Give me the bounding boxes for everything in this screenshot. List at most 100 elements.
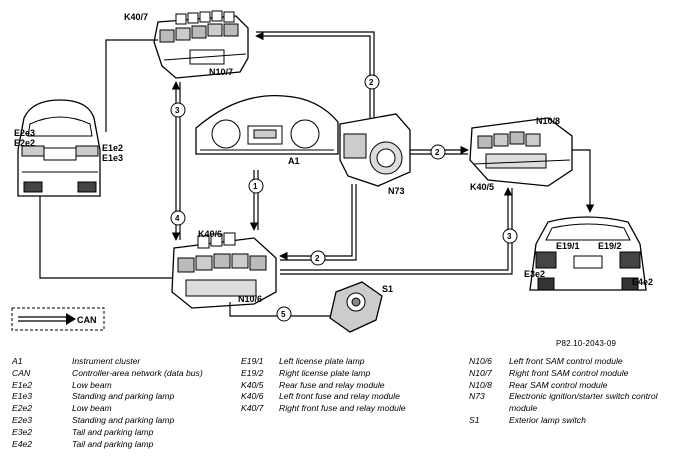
legend-description: Left front SAM control module <box>509 356 623 366</box>
legend-code: E3e2 <box>12 426 33 437</box>
legend-item: N73 Electronic ignition/starter switch co… <box>469 391 659 415</box>
e2e2-label: E2e2 <box>14 138 35 148</box>
legend-item: E19/2 Right license plate lamp <box>241 368 406 380</box>
e19-2-label: E19/2 <box>598 241 622 251</box>
left-front-sam-module <box>171 232 277 309</box>
legend-code: E4e2 <box>12 438 33 449</box>
circle-2-top: 2 <box>364 74 380 90</box>
legend-code: E2e2 <box>12 403 33 414</box>
k40-5-label: K40/5 <box>470 182 494 192</box>
legend-item: N10/7 Right front SAM control module <box>469 368 659 380</box>
e19-1-label: E19/1 <box>556 241 580 251</box>
legend-description: Right front fuse and relay module <box>279 403 406 414</box>
legend-code: E2e3 <box>12 414 33 425</box>
legend-item: E3e2 Tail and parking lamp <box>12 427 203 439</box>
legend-code: CAN <box>12 367 31 378</box>
ignition-switch-module <box>339 113 411 187</box>
circle-5: 5 <box>276 306 292 322</box>
svg-text:1: 1 <box>253 182 258 191</box>
circle-3-left: 3 <box>170 102 186 118</box>
legend-description: Electronic ignition/starter switch contr… <box>509 391 658 414</box>
legend-item: E1e2 Low beam <box>12 380 203 392</box>
legend-item: N10/8 Rear SAM control module <box>469 380 659 392</box>
n10-6-label: N10/6 <box>238 294 262 304</box>
legend-item: S1 Exterior lamp switch <box>469 415 659 427</box>
instrument-cluster <box>195 94 339 155</box>
svg-text:2: 2 <box>369 78 374 87</box>
legend-description: Tail and parking lamp <box>72 426 154 437</box>
e2e3-label: E2e3 <box>14 128 35 138</box>
legend-description: Exterior lamp switch <box>509 414 586 425</box>
can-label: CAN <box>77 315 97 325</box>
a1-label: A1 <box>288 156 300 166</box>
legend-code: K40/6 <box>241 391 264 402</box>
legend-description: Standing and parking lamp <box>72 414 175 425</box>
svg-text:5: 5 <box>281 310 286 319</box>
e1e3-label: E1e3 <box>102 153 123 163</box>
svg-text:2: 2 <box>435 148 440 157</box>
k40-6-label: K40/6 <box>198 229 222 239</box>
legend-code: S1 <box>469 414 480 425</box>
legend-description: Rear SAM control module <box>509 379 608 390</box>
legend-item: E2e3 Standing and parking lamp <box>12 415 203 427</box>
svg-text:2: 2 <box>315 254 320 263</box>
legend-item: K40/7 Right front fuse and relay module <box>241 403 406 415</box>
reference-code: P82.10-2043-09 <box>556 339 617 348</box>
legend-description: Tail and parking lamp <box>72 438 154 449</box>
svg-text:3: 3 <box>507 232 512 241</box>
k40-7-label: K40/7 <box>124 12 148 22</box>
legend-description: Left front fuse and relay module <box>279 391 400 402</box>
e4e2-label: E4e2 <box>632 277 653 287</box>
legend-code: N10/6 <box>469 356 492 366</box>
legend-code: N10/8 <box>469 379 492 390</box>
wires <box>39 39 595 317</box>
exterior-lamp-switch <box>329 281 383 333</box>
rear-sam-module <box>469 117 573 187</box>
legend-item: E19/1 Left license plate lamp <box>241 356 406 368</box>
right-front-sam-module <box>153 10 249 79</box>
legend-code: E1e2 <box>12 379 33 390</box>
legend-item: K40/6 Left front fuse and relay module <box>241 391 406 403</box>
legend-item: E2e2 Low beam <box>12 403 203 415</box>
legend-item: K40/5 Rear fuse and relay module <box>241 380 406 392</box>
legend-description: Instrument cluster <box>72 356 141 366</box>
legend-item: N10/6 Left front SAM control module <box>469 356 659 368</box>
legend-description: Right license plate lamp <box>279 367 371 378</box>
legend-item: CAN Controller-area network (data bus) <box>12 368 203 380</box>
circle-4: 4 <box>170 210 186 226</box>
legend-code: E19/1 <box>241 356 264 366</box>
legend-description: Right front SAM control module <box>509 367 629 378</box>
e1e2-label: E1e2 <box>102 143 123 153</box>
legend-item: E4e2 Tail and parking lamp <box>12 439 203 451</box>
legend-code: E1e3 <box>12 391 33 402</box>
legend-code: K40/5 <box>241 379 264 390</box>
rear-vehicle <box>529 216 647 291</box>
legend-code: N10/7 <box>469 367 492 378</box>
svg-text:3: 3 <box>175 106 180 115</box>
legend-description: Low beam <box>72 403 112 414</box>
n10-8-label: N10/8 <box>536 116 560 126</box>
front-vehicle <box>17 99 101 197</box>
svg-text:4: 4 <box>175 214 180 223</box>
circle-1: 1 <box>248 178 264 194</box>
n10-7-label: N10/7 <box>209 67 233 77</box>
legend-code: N73 <box>469 391 485 402</box>
s1-label: S1 <box>382 284 393 294</box>
legend-description: Left license plate lamp <box>279 356 365 366</box>
n73-label: N73 <box>388 186 405 196</box>
legend-description: Controller-area network (data bus) <box>72 367 203 378</box>
legend-code: E19/2 <box>241 367 264 378</box>
legend-description: Rear fuse and relay module <box>279 379 385 390</box>
can-legend: CAN <box>11 307 105 331</box>
circle-2-mid: 2 <box>430 144 446 160</box>
legend-code: A1 <box>12 356 23 366</box>
circle-3-right: 3 <box>502 228 518 244</box>
circle-2-bottom: 2 <box>310 250 326 266</box>
legend-description: Low beam <box>72 379 112 390</box>
legend-code: K40/7 <box>241 403 264 414</box>
e3e2-label: E3e2 <box>524 269 545 279</box>
